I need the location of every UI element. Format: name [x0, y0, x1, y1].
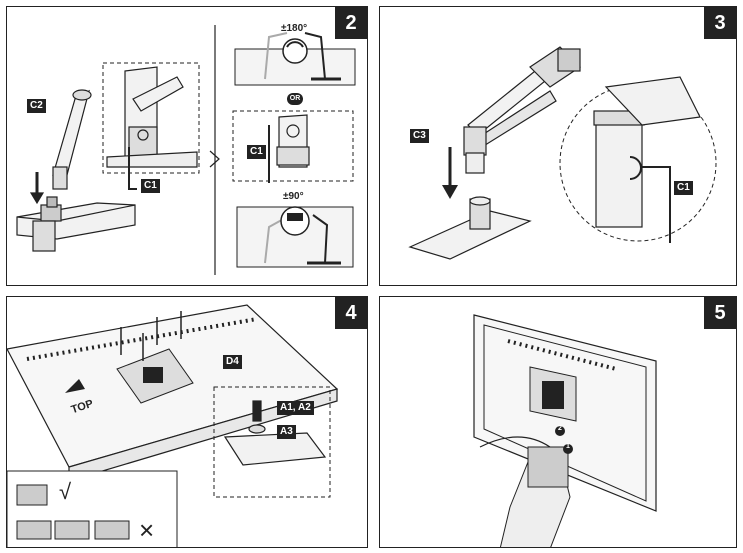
part-label-c1: C1	[141, 179, 160, 193]
step-number: 4	[335, 297, 367, 329]
part-label-a1-a2: A1, A2	[277, 401, 314, 415]
step-4-illustration	[7, 304, 339, 547]
rotation-90-label: ±90°	[283, 191, 304, 202]
step-5-panel: 5 1 2	[379, 296, 737, 548]
part-label-c3: C3	[410, 129, 429, 143]
correct-check-mark: √	[59, 479, 72, 504]
rotation-180-label: ±180°	[281, 23, 308, 34]
part-label-c1: C1	[674, 181, 693, 195]
step-2-panel: 2	[6, 6, 368, 286]
step-4-panel: 4 D4 A1, A2 A3	[6, 296, 368, 548]
part-label-a3: A3	[277, 425, 296, 439]
or-badge: OR	[287, 93, 303, 105]
step-number: 2	[335, 7, 367, 39]
step-number: 3	[704, 7, 736, 39]
step-marker-2: 2	[558, 425, 562, 432]
step-3-panel: 3 C3 C1	[379, 6, 737, 286]
part-label-c1: C1	[247, 145, 266, 159]
step-3-illustration	[408, 46, 717, 260]
step-marker-1: 1	[566, 443, 570, 450]
step-2-illustration	[16, 25, 356, 275]
incorrect-cross-mark: ×	[139, 515, 155, 545]
step-number: 5	[704, 297, 736, 329]
part-label-c2: C2	[27, 99, 46, 113]
step-5-illustration	[473, 314, 657, 547]
part-label-d4: D4	[223, 355, 242, 369]
